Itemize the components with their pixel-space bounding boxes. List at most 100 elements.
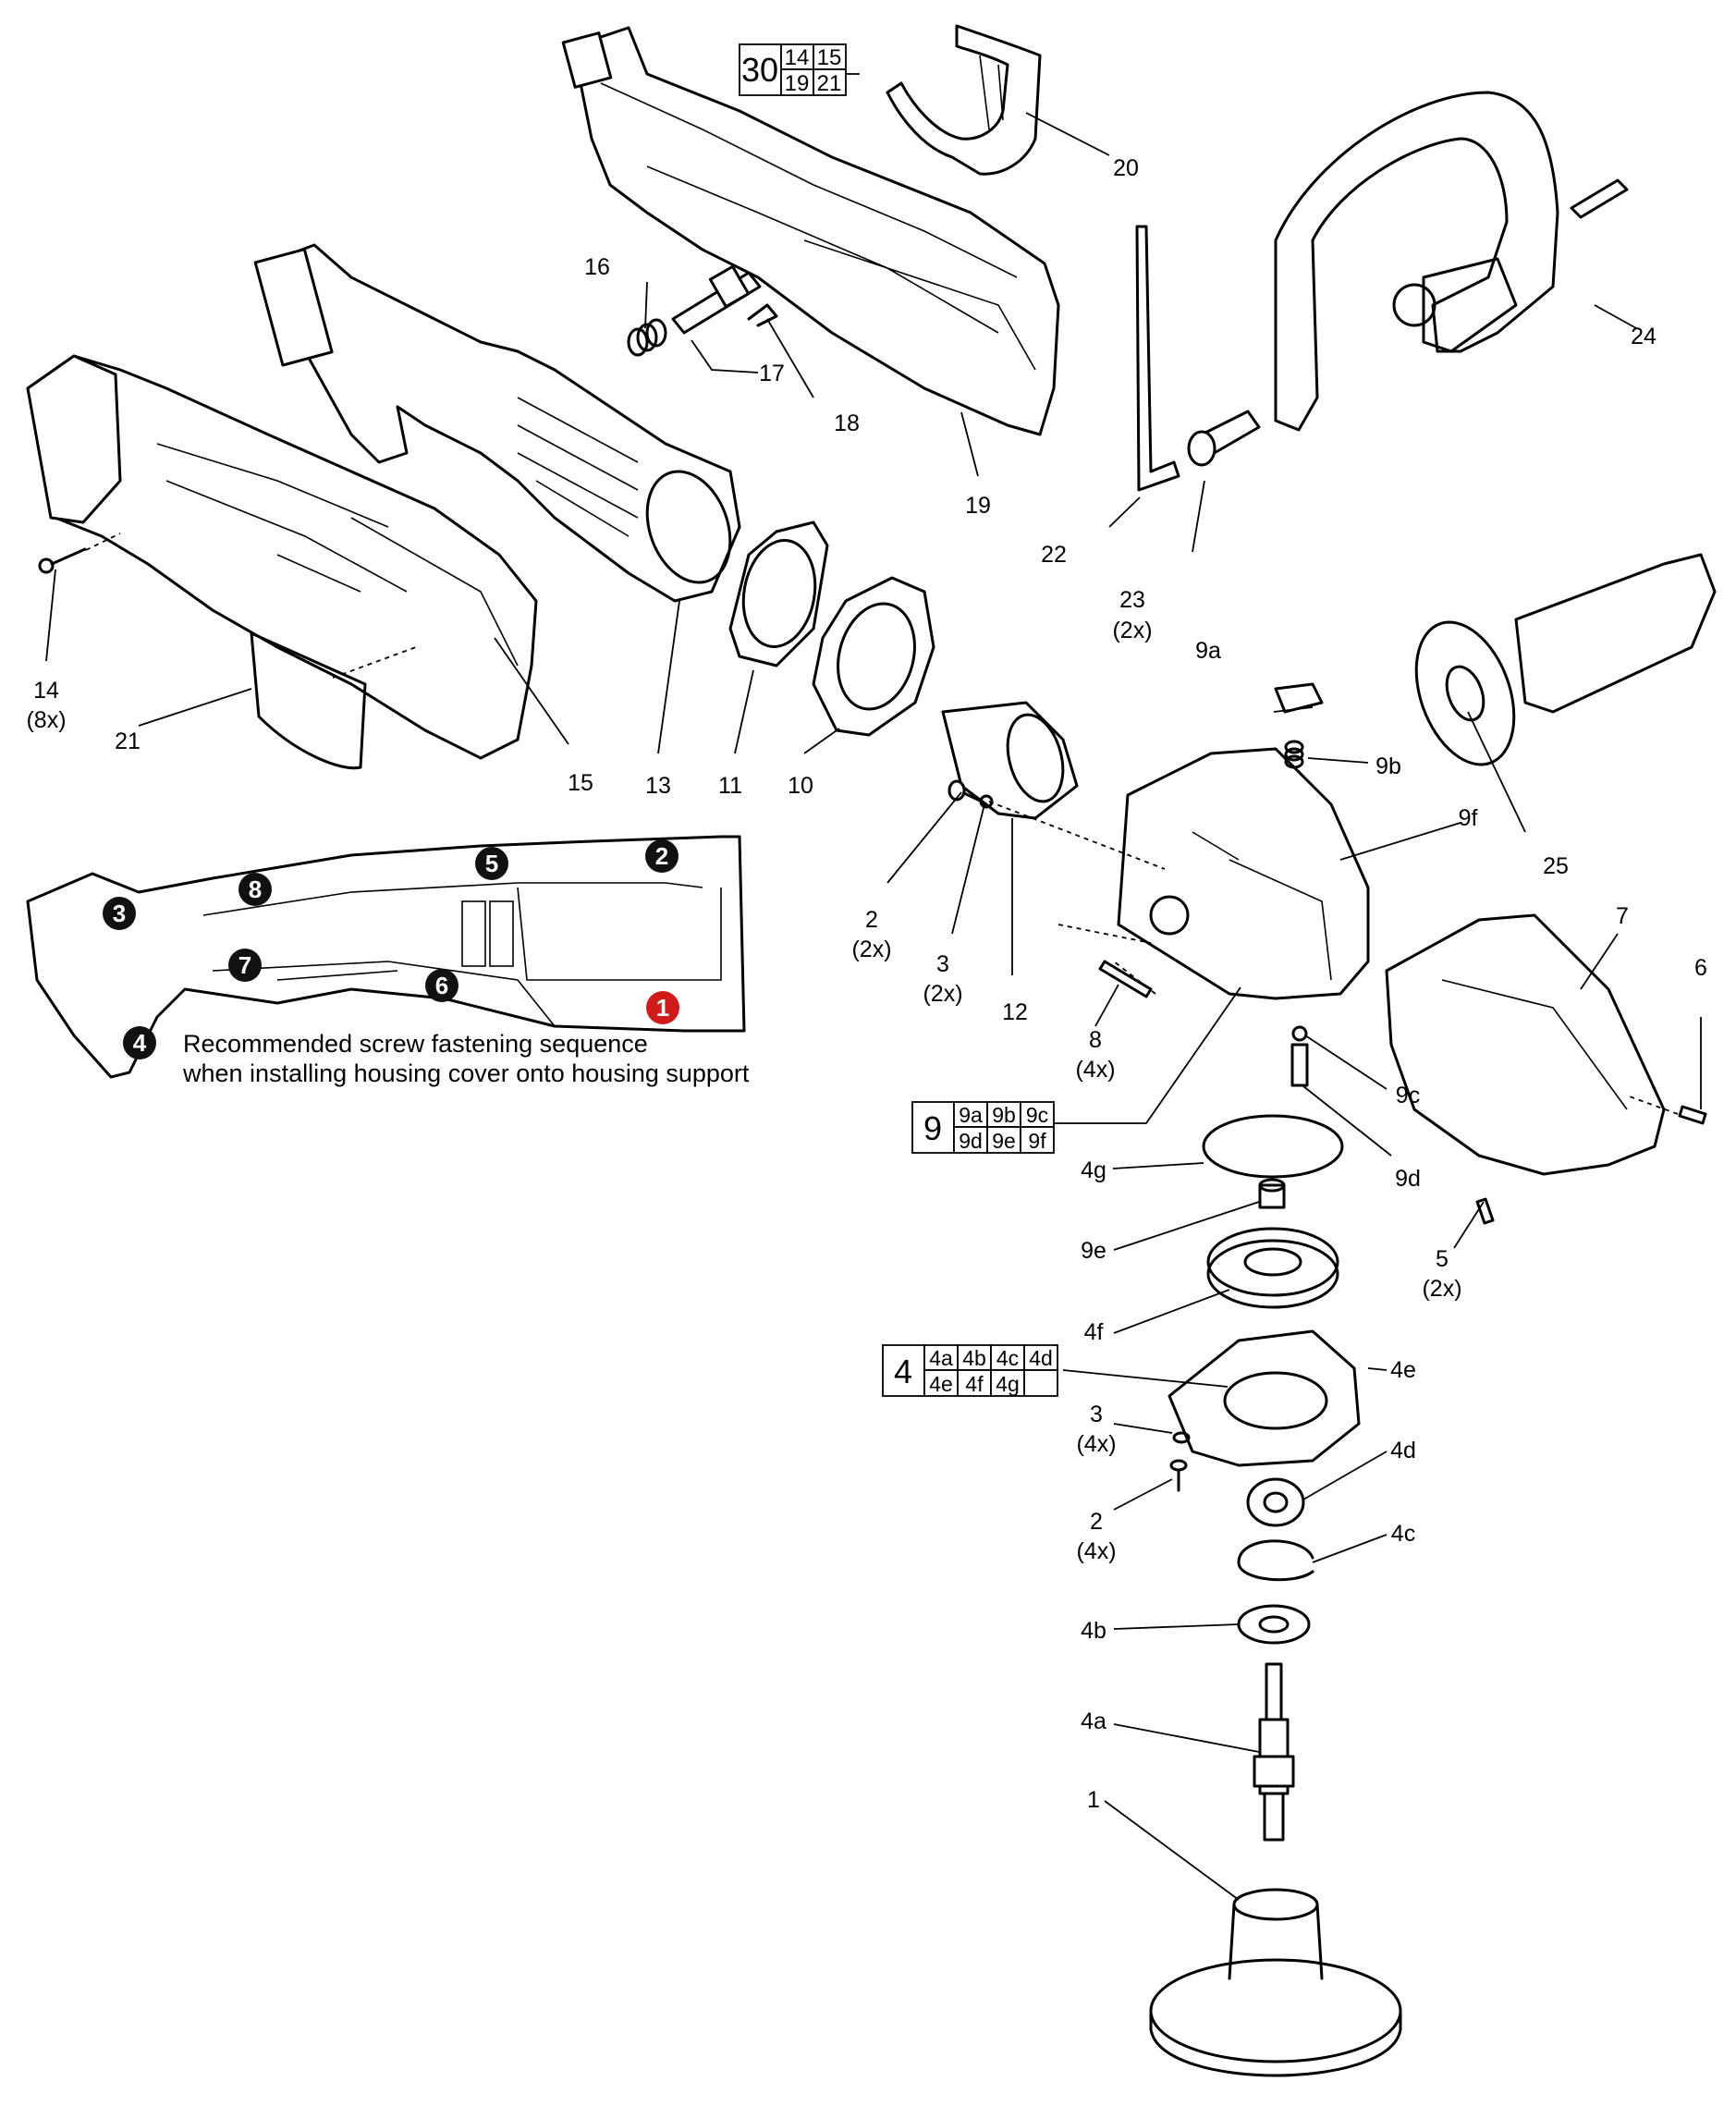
callout-18: 18 — [834, 410, 860, 436]
part-9a-cap — [1274, 682, 1324, 714]
callout-4c: 4c — [1391, 1521, 1415, 1547]
sequence-step-3 — [103, 897, 136, 930]
callout-2-upper-qty: (2x) — [851, 937, 891, 962]
sequence-step-6 — [425, 969, 458, 1002]
assembly-4-sub: 4e — [929, 1372, 953, 1396]
callout-5: 5 — [1436, 1246, 1449, 1272]
callout-22: 22 — [1041, 542, 1067, 568]
sequence-step-7-label: 7 — [238, 951, 251, 979]
part-24-loop-handle — [1274, 91, 1559, 432]
sequence-note-line-2: when installing housing cover onto housi… — [182, 1059, 750, 1087]
callout-4b: 4b — [1081, 1618, 1106, 1644]
sequence-step-8 — [238, 873, 272, 906]
part-21-label — [250, 631, 367, 770]
part-25-side-handle — [1414, 553, 1717, 766]
leader-lines — [45, 73, 1702, 1901]
assembly-4-sub: 4d — [1029, 1346, 1053, 1370]
sequence-step-1-label: 1 — [656, 994, 669, 1022]
assembly-table-30: 30 14 15 19 21 — [739, 43, 847, 96]
part-1-backing-pad — [1149, 1888, 1402, 2077]
axis-gear-housing — [988, 801, 1166, 944]
part-5-screw — [1475, 1197, 1495, 1225]
part-4c-retaining-ring — [1237, 1539, 1314, 1582]
assembly-4-sub: 4f — [965, 1372, 984, 1396]
sequence-step-2-label: 2 — [655, 842, 668, 870]
sequence-step-5 — [475, 847, 508, 880]
sequence-markers: 1 2 3 4 5 6 7 8 — [103, 839, 679, 1059]
callout-11: 11 — [718, 773, 742, 799]
callout-7: 7 — [1616, 903, 1629, 929]
part-9f-gear-housing — [1117, 747, 1370, 1000]
part-6-screw — [1678, 1105, 1707, 1125]
callout-24: 24 — [1631, 324, 1657, 349]
part-3-washer-upper — [979, 794, 994, 809]
callout-4a: 4a — [1081, 1708, 1106, 1734]
sequence-step-5-label: 5 — [485, 850, 498, 877]
assembly-9-sub: 9c — [1026, 1103, 1048, 1127]
callout-14: 14 — [33, 678, 59, 704]
callout-5-qty: (2x) — [1422, 1276, 1461, 1302]
assembly-9-sub: 9e — [992, 1129, 1016, 1153]
sequence-note-line-1: Recommended screw fastening sequence — [183, 1030, 648, 1058]
callout-9d: 9d — [1395, 1166, 1421, 1192]
part-15-housing-cover — [26, 354, 538, 760]
callout-8: 8 — [1089, 1027, 1102, 1053]
assembly-30-sub: 21 — [817, 71, 842, 96]
sequence-inset-drawing — [26, 835, 746, 1079]
part-22-hex-key — [1135, 225, 1180, 492]
assembly-4-sub: 4b — [962, 1346, 986, 1370]
callout-2-lower: 2 — [1090, 1509, 1103, 1535]
part-4d-bearing — [1246, 1477, 1305, 1527]
sequence-step-4-label: 4 — [133, 1029, 147, 1057]
assembly-9-sub: 9a — [959, 1103, 983, 1127]
assembly-table-4: 4 4a 4b 4c 4d 4e 4f 4g — [882, 1344, 1058, 1397]
callout-2-upper: 2 — [865, 907, 878, 933]
assembly-30-sub: 15 — [817, 45, 842, 70]
assembly-30-sub: 19 — [785, 71, 810, 96]
assembly-table-9: 9 9a 9b 9c 9d 9e 9f — [911, 1101, 1055, 1154]
sequence-step-2 — [645, 839, 679, 873]
part-9b-spring — [1284, 740, 1304, 769]
part-20-shield — [886, 24, 1042, 176]
callout-16: 16 — [584, 254, 610, 280]
callout-4e: 4e — [1390, 1357, 1416, 1383]
callout-3-upper: 3 — [936, 951, 949, 977]
callout-4d: 4d — [1390, 1438, 1416, 1463]
part-4a-spindle — [1253, 1662, 1295, 1842]
callout-12: 12 — [1002, 999, 1028, 1025]
sequence-step-4 — [123, 1026, 156, 1059]
callout-2-lower-qty: (4x) — [1076, 1538, 1116, 1564]
assembly-9-number: 9 — [923, 1109, 942, 1147]
part-18-clip — [747, 303, 778, 327]
callout-17: 17 — [759, 361, 785, 386]
part-4e-flange — [1168, 1329, 1361, 1467]
callout-23: 23 — [1119, 587, 1145, 613]
callout-14-qty: (8x) — [26, 707, 66, 733]
callout-3-lower: 3 — [1090, 1402, 1103, 1427]
sequence-step-6-label: 6 — [435, 972, 448, 999]
part-9d-pin — [1290, 1025, 1309, 1087]
callout-1: 1 — [1087, 1787, 1100, 1813]
callout-13: 13 — [645, 773, 671, 799]
callout-6: 6 — [1694, 955, 1707, 981]
part-2-screw-upper — [947, 779, 982, 802]
axis-21 — [332, 646, 417, 679]
assembly-4-sub: 4g — [996, 1372, 1020, 1396]
part-12-armature — [941, 701, 1079, 820]
part-4b-washer — [1237, 1604, 1311, 1645]
part-13-electronics-assembly — [253, 243, 741, 603]
part-4g-o-ring — [1202, 1114, 1344, 1179]
callout-4f: 4f — [1084, 1319, 1104, 1345]
part-16-spring — [627, 318, 667, 357]
part-23-bolt — [1187, 410, 1261, 467]
callout-9a: 9a — [1195, 638, 1221, 664]
callout-23-qty: (2x) — [1112, 618, 1152, 643]
sequence-step-1 — [646, 991, 679, 1024]
callout-21: 21 — [115, 729, 141, 754]
part-10-bracket — [812, 576, 935, 737]
assembly-4-number: 4 — [894, 1353, 912, 1390]
part-9e-bushing — [1258, 1178, 1286, 1209]
callout-9f: 9f — [1459, 805, 1478, 831]
